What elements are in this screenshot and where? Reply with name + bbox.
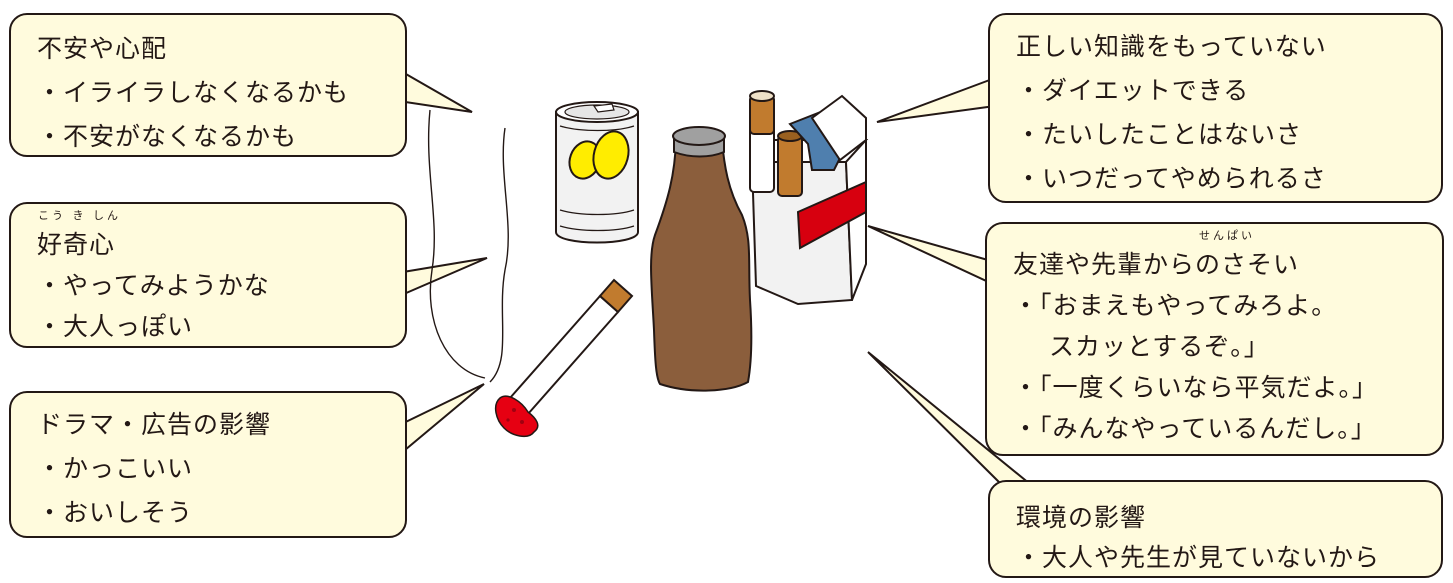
pointer-peers (867, 225, 996, 287)
bubble-anxiety: 不安や心配 ・イライラしなくなるかも ・不安がなくなるかも (9, 13, 407, 157)
bubble-item: ・「みんなやっているんだし。」 (1013, 414, 1377, 443)
bubble-item: ・いつだってやめられるさ (1016, 164, 1327, 193)
bubble-title: 正しい知識をもっていない (1016, 32, 1327, 61)
bubble-title: ドラマ・広告の影響 (37, 410, 272, 439)
ruby-kokishin: こう き しん (38, 209, 121, 222)
bubble-title: 好奇心 (37, 230, 116, 259)
bubble-environment: 環境の影響 ・大人や先生が見ていないから (988, 480, 1443, 578)
bubble-knowledge: 正しい知識をもっていない ・ダイエットできる ・たいしたことはないさ ・いつだっ… (988, 13, 1443, 203)
bubble-item: ・大人っぽい (37, 312, 194, 341)
liquor-bottle-icon (650, 126, 753, 392)
bubble-item: ・かっこいい (37, 454, 194, 483)
bubble-item: ・たいしたことはないさ (1016, 120, 1303, 149)
bubble-item: ・おいしそう (37, 498, 194, 527)
ruby-senpai: せんぱい (1199, 229, 1255, 242)
bubble-item: ・イライラしなくなるかも (37, 78, 350, 107)
bubble-item: ・ダイエットできる (1016, 76, 1250, 105)
smoke-icon (427, 109, 509, 383)
bubble-item: スカッとするぞ。」 (1049, 332, 1270, 361)
bubble-title: 環境の影響 (1016, 503, 1147, 532)
bubble-pointers (383, 60, 1033, 490)
bubble-peers: せんぱい 友達や先輩からのさそい ・「おまえもやってみろよ。 スカッとするぞ。」… (985, 222, 1444, 456)
drink-can-icon (555, 101, 639, 244)
cigarette-pack-icon (749, 90, 869, 306)
bubble-item: ・大人や先生が見ていないから (1016, 543, 1381, 572)
bubble-item: ・「おまえもやってみろよ。 (1013, 291, 1338, 320)
bubble-media: ドラマ・広告の影響 ・かっこいい ・おいしそう (9, 391, 407, 538)
pointer-knowledge (876, 76, 996, 123)
bubble-title: 友達や先輩からのさそい (1013, 250, 1300, 279)
bubble-title: 不安や心配 (37, 34, 168, 63)
bubble-item: ・やってみようかな (37, 271, 270, 300)
cigarette-icon (494, 278, 634, 438)
bubble-item: ・不安がなくなるかも (37, 122, 298, 151)
bubble-curiosity: こう き しん 好奇心 ・やってみようかな ・大人っぽい (9, 202, 407, 348)
bubble-item: ・「一度くらいなら平気だよ。」 (1013, 373, 1379, 402)
